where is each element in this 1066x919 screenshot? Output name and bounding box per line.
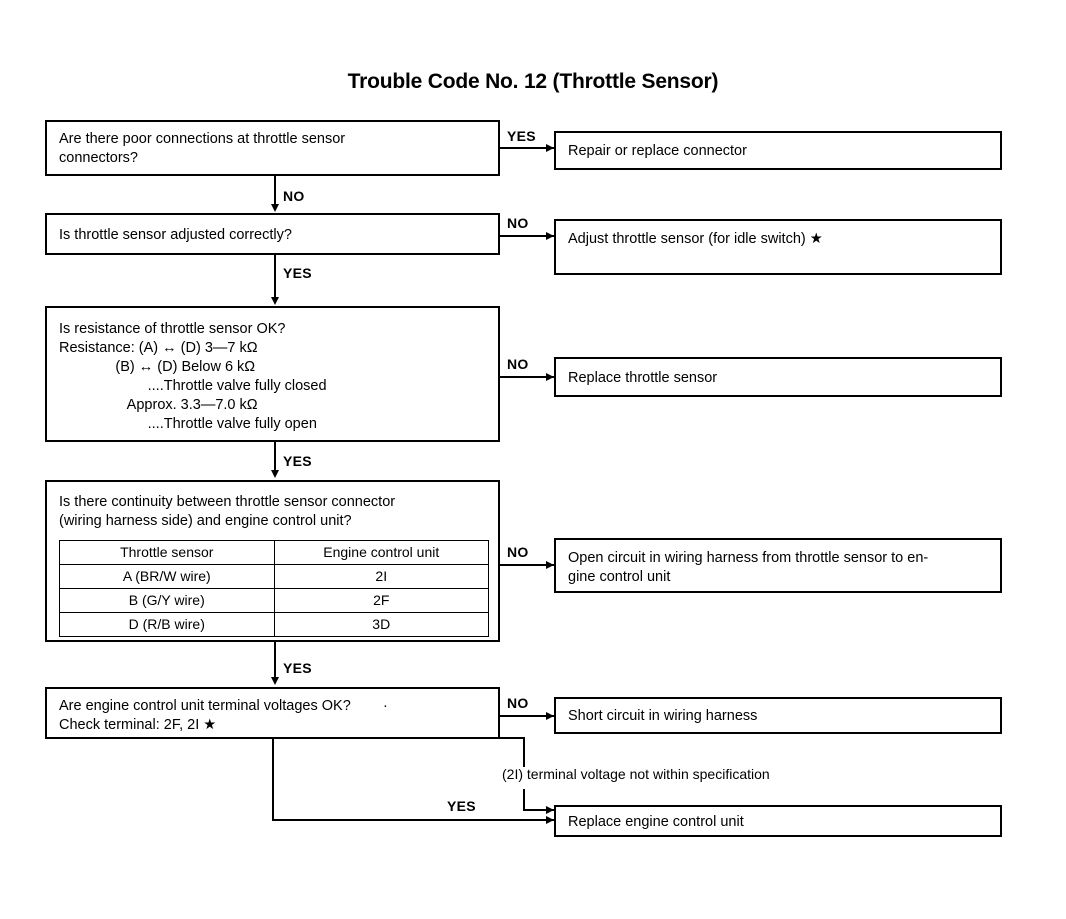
connector-yes-4 (274, 642, 276, 680)
arrowhead-yes-2 (270, 297, 279, 305)
table-row: B (G/Y wire) 2F (59, 588, 490, 613)
question-text-1: Are there poor connections at throttle s… (59, 131, 346, 166)
table-row: D (R/B wire) 3D (59, 612, 490, 637)
continuity-table: Throttle sensor Engine control unit A (B… (59, 540, 490, 637)
arrowhead-spec-branch (546, 805, 554, 814)
question-box-4: Is there continuity between throttle sen… (45, 480, 500, 642)
outcome-text-1: Repair or replace connector (568, 143, 747, 159)
question-box-2: Is throttle sensor adjusted correctly? (45, 213, 500, 255)
question-text-3: Is resistance of throttle sensor OK? Res… (59, 321, 327, 432)
connector-no-5 (500, 715, 554, 717)
question-box-1: Are there poor connections at throttle s… (45, 120, 500, 176)
branch-label-yes-2: YES (283, 265, 312, 281)
question-text-5: Are engine control unit terminal voltage… (59, 698, 388, 733)
connector-spec-branch-vertical-2 (523, 789, 525, 811)
table-cell-sensor-b: B (G/Y wire) (59, 588, 275, 613)
branch-label-no-3: NO (507, 356, 529, 372)
arrowhead-no-1 (270, 204, 279, 212)
branch-label-no-1: NO (283, 188, 305, 204)
outcome-text-5: Short circuit in wiring harness (568, 708, 758, 724)
table-header-engine-control-unit: Engine control unit (273, 540, 490, 565)
connector-no-4 (500, 564, 554, 566)
connector-yes-3 (274, 442, 276, 474)
table-cell-ecu-b: 2F (273, 588, 490, 613)
annotation-terminal-voltage: (2I) terminal voltage not within specifi… (502, 766, 770, 782)
branch-label-yes-3: YES (283, 453, 312, 469)
arrowhead-yes-1 (546, 143, 554, 152)
outcome-box-1: Repair or replace connector (554, 131, 1002, 170)
question-box-5: Are engine control unit terminal voltage… (45, 687, 500, 739)
outcome-box-5: Short circuit in wiring harness (554, 697, 1002, 734)
table-header-row: Throttle sensor Engine control unit (59, 540, 490, 565)
outcome-box-2: Adjust throttle sensor (for idle switch)… (554, 219, 1002, 275)
table-header-throttle-sensor: Throttle sensor (59, 540, 275, 565)
question-text-4: Is there continuity between throttle sen… (59, 494, 396, 529)
question-text-2: Is throttle sensor adjusted correctly? (59, 227, 292, 243)
connector-yes-5-vertical (272, 739, 274, 821)
arrowhead-yes-5 (546, 815, 554, 824)
page-title: Trouble Code No. 12 (Throttle Sensor) (347, 70, 719, 93)
table-cell-sensor-d: D (R/B wire) (59, 612, 275, 637)
connector-spec-branch-top (500, 737, 525, 739)
branch-label-yes-1: YES (507, 128, 536, 144)
outcome-box-final: Replace engine control unit (554, 805, 1002, 837)
arrowhead-no-5 (546, 711, 554, 720)
arrowhead-no-4 (546, 560, 554, 569)
connector-spec-branch-vertical (523, 737, 525, 767)
outcome-box-3: Replace throttle sensor (554, 357, 1002, 397)
table-cell-sensor-a: A (BR/W wire) (59, 564, 275, 589)
table-row: A (BR/W wire) 2I (59, 564, 490, 589)
question-box-3: Is resistance of throttle sensor OK? Res… (45, 306, 500, 442)
branch-label-no-5: NO (507, 695, 529, 711)
outcome-text-4: Open circuit in wiring harness from thro… (568, 550, 929, 585)
table-cell-ecu-d: 3D (273, 612, 490, 637)
branch-label-no-4: NO (507, 544, 529, 560)
outcome-text-3: Replace throttle sensor (568, 370, 718, 386)
connector-no-1 (274, 176, 276, 204)
outcome-text-2: Adjust throttle sensor (for idle switch)… (568, 231, 823, 247)
connector-yes-5-horizontal (272, 819, 554, 821)
arrowhead-no-3 (546, 372, 554, 381)
outcome-text-final: Replace engine control unit (568, 814, 744, 830)
branch-label-no-2: NO (507, 215, 529, 231)
connector-yes-2 (274, 255, 276, 300)
arrowhead-no-2 (546, 231, 554, 240)
outcome-box-4: Open circuit in wiring harness from thro… (554, 538, 1002, 593)
connector-no-2 (500, 235, 554, 237)
table-cell-ecu-a: 2I (273, 564, 490, 589)
connector-no-3 (500, 376, 554, 378)
branch-label-yes-final: YES (447, 798, 476, 814)
connector-yes-1 (500, 147, 554, 149)
arrowhead-yes-3 (270, 470, 279, 478)
connector-spec-branch-into-final (523, 809, 554, 811)
branch-label-yes-4: YES (283, 660, 312, 676)
arrowhead-yes-4 (270, 677, 279, 685)
